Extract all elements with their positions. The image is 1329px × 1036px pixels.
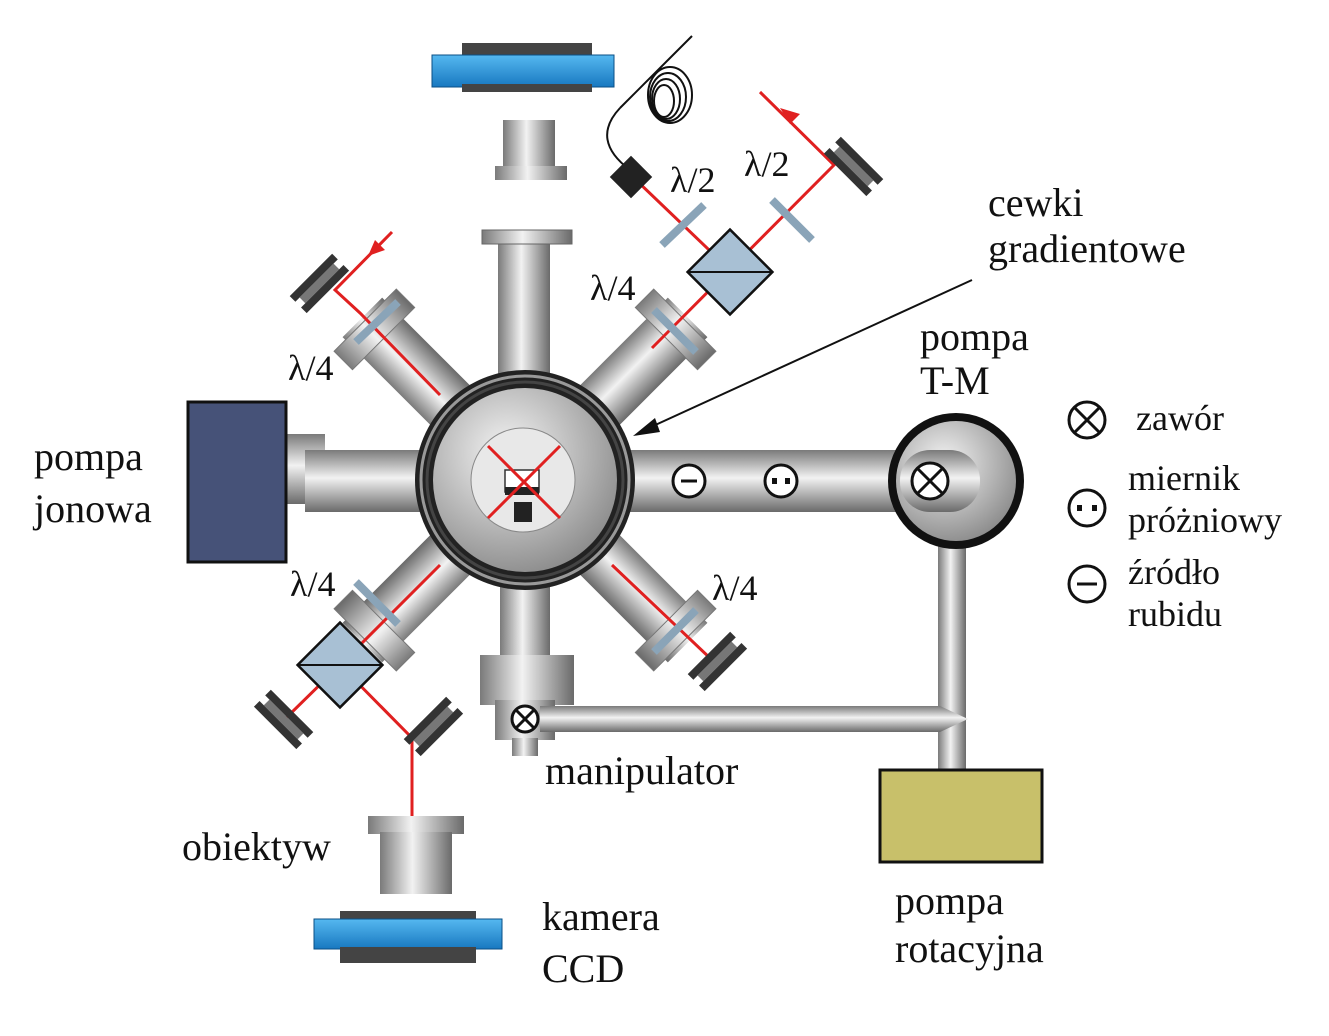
legend-valve-symbol (1067, 400, 1107, 440)
top-lens (495, 120, 567, 180)
mirror-top-left (289, 253, 350, 314)
polarizing-cube-top (685, 227, 775, 317)
label-kamera: kamera (542, 894, 660, 939)
label-gradientowe: gradientowe (988, 226, 1186, 271)
beam-arrow-top-right (780, 108, 800, 124)
label-cewki: cewki (988, 180, 1084, 225)
bottom-lens (368, 816, 464, 894)
ion-pump (186, 400, 288, 564)
mirror-top-right (823, 136, 884, 197)
label-obiektyw: obiektyw (182, 824, 331, 869)
label-lambda4-nw: λ/4 (288, 348, 333, 388)
legend-gauge-label-1: miernik (1128, 458, 1240, 498)
coil-callout-line (639, 279, 973, 433)
vacuum-gauge-symbol (763, 463, 799, 499)
beam-arrow-top-left (368, 240, 385, 256)
legend-gauge-symbol (1067, 488, 1107, 528)
legend-gauge-label-2: próżniowy (1128, 500, 1282, 540)
top-pipe (481, 229, 573, 390)
mirror-bottom-right (687, 631, 748, 692)
fiber-coupler (609, 155, 653, 199)
fiber-coil (606, 35, 693, 171)
top-camera (431, 43, 615, 92)
legend-source-symbol (1067, 564, 1107, 604)
label-manipulator: manipulator (545, 748, 738, 793)
legend-valve-label: zawór (1136, 398, 1224, 438)
mirror-bottom-center (403, 696, 464, 757)
label-pompa-rotacyjna: pompa (895, 878, 1004, 923)
turbo-pump (888, 413, 1024, 549)
manipulator-valve (510, 704, 540, 734)
coil-callout-arrowhead (633, 418, 660, 436)
label-lambda4-ne: λ/4 (590, 268, 635, 308)
polarizing-cube-bottom (295, 620, 385, 710)
label-tm: T-M (920, 358, 990, 403)
label-ccd: CCD (542, 946, 624, 991)
label-lambda4-se: λ/4 (712, 568, 757, 608)
rotary-pump (878, 768, 1044, 864)
legend-source-label-1: źródło (1128, 552, 1220, 592)
label-jonowa: jonowa (32, 486, 152, 531)
waveplates (353, 197, 815, 655)
label-pompa-jonowa: pompa (34, 434, 143, 479)
label-rotacyjna: rotacyjna (895, 926, 1044, 971)
vacuum-chamber (415, 370, 635, 590)
label-lambda2-right: λ/2 (744, 144, 789, 184)
left-pipe (285, 434, 435, 512)
label-pompa-tm: pompa (920, 314, 1029, 359)
legend-source-label-2: rubidu (1128, 594, 1222, 634)
label-lambda2-left: λ/2 (670, 160, 715, 200)
label-lambda4-sw: λ/4 (290, 564, 335, 604)
rubidium-source-symbol (671, 463, 707, 499)
mirror-bottom-left (253, 689, 314, 750)
bottom-camera (313, 911, 503, 963)
roughing-line (540, 540, 968, 770)
